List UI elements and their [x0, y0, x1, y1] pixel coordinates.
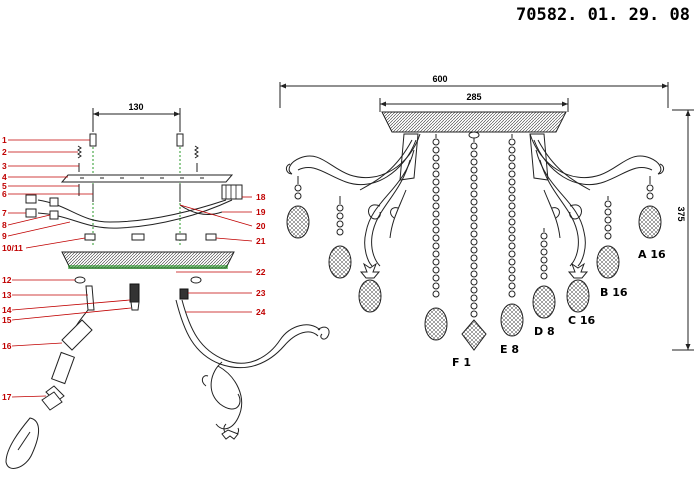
height-dimension: 375: [672, 109, 694, 351]
mount-spacing-label: 130: [128, 102, 143, 112]
callout-7: 7: [2, 208, 7, 218]
canopy-width-label: 285: [466, 92, 481, 102]
width-dimension: 600: [279, 74, 669, 108]
width-label: 600: [432, 74, 447, 84]
callout-19: 19: [256, 207, 266, 217]
callout-8: 8: [2, 220, 7, 230]
canopy-exploded: [61, 251, 235, 269]
callout-16: 16: [2, 341, 12, 351]
canopy-assembled: [381, 111, 567, 139]
mount-spacing-dimension: 130: [92, 102, 181, 132]
crystal-label-b: B 16: [600, 286, 628, 299]
callout-10-11: 10/11: [2, 243, 23, 253]
callout-5: 5: [2, 181, 7, 191]
arm-exploded: [175, 299, 330, 440]
callout-9: 9: [2, 231, 7, 241]
crystal-label-d: D 8: [534, 325, 555, 338]
callout-6: 6: [2, 189, 7, 199]
crystal-label-a: A 16: [638, 248, 666, 261]
assembled-view: 600 285 375: [279, 74, 694, 369]
part-callouts: 1 2 3 4 5 6 7 8 9 10/11 12 13 14: [2, 135, 266, 402]
callout-2: 2: [2, 147, 7, 157]
height-label: 375: [676, 206, 686, 221]
model-number: 70582. 01. 29. 08: [516, 5, 690, 25]
callout-24: 24: [256, 307, 266, 317]
callout-18: 18: [256, 192, 266, 202]
crystal-label-c: C 16: [568, 314, 596, 327]
callout-14: 14: [2, 305, 12, 315]
callout-4: 4: [2, 172, 7, 182]
callout-23: 23: [256, 288, 266, 298]
crystal-label-f: F 1: [452, 356, 471, 369]
crystal-labels: A 16 B 16 C 16 D 8 E 8 F 1: [452, 248, 666, 369]
exploded-view: 130: [2, 102, 330, 469]
arms-assembled: [285, 133, 665, 279]
socket-parts: [74, 276, 202, 311]
crystal-label-e: E 8: [500, 343, 519, 356]
callout-1: 1: [2, 135, 7, 145]
canopy-width-dimension: 285: [379, 92, 569, 112]
callout-12: 12: [2, 275, 12, 285]
callout-22: 22: [256, 267, 266, 277]
callout-20: 20: [256, 221, 266, 231]
lamp-holder: [5, 309, 93, 469]
callout-3: 3: [2, 161, 7, 171]
callout-21: 21: [256, 236, 266, 246]
callout-17: 17: [2, 392, 12, 402]
callout-13: 13: [2, 290, 12, 300]
mounting-hardware: [25, 133, 243, 245]
crystal-strands: [286, 134, 662, 351]
callout-15: 15: [2, 315, 12, 325]
